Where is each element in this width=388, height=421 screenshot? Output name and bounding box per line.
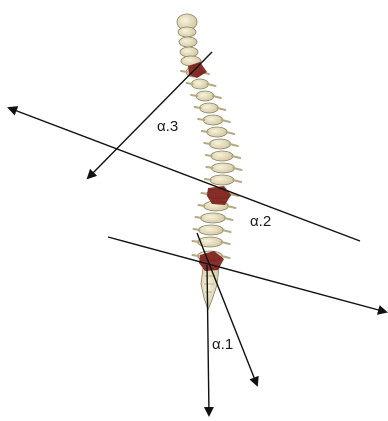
vertebra bbox=[201, 213, 226, 223]
vertebra bbox=[199, 225, 224, 235]
vertebra bbox=[211, 151, 233, 161]
sacral-oblique-arrow bbox=[197, 233, 257, 385]
angle-label-alpha-3: α.3 bbox=[157, 118, 178, 135]
vertebra bbox=[211, 163, 234, 173]
vertebra bbox=[209, 139, 230, 149]
angle-label-alpha-1: α.1 bbox=[212, 336, 233, 353]
top-transverse-arrow bbox=[9, 108, 360, 241]
vertebrae bbox=[181, 67, 242, 261]
vertebra bbox=[200, 103, 219, 113]
upper-oblique-arrow bbox=[88, 52, 212, 178]
vertebra bbox=[210, 175, 234, 185]
vertebra bbox=[203, 115, 223, 125]
sacrum bbox=[201, 268, 219, 310]
angle-label-alpha-2: α.2 bbox=[250, 213, 271, 230]
vertebra bbox=[207, 127, 228, 137]
cervical-top bbox=[177, 14, 201, 66]
angle-lines bbox=[9, 52, 386, 415]
vertebra bbox=[192, 79, 209, 89]
vertebra bbox=[196, 91, 214, 101]
lower-transverse-arrow bbox=[108, 237, 386, 312]
